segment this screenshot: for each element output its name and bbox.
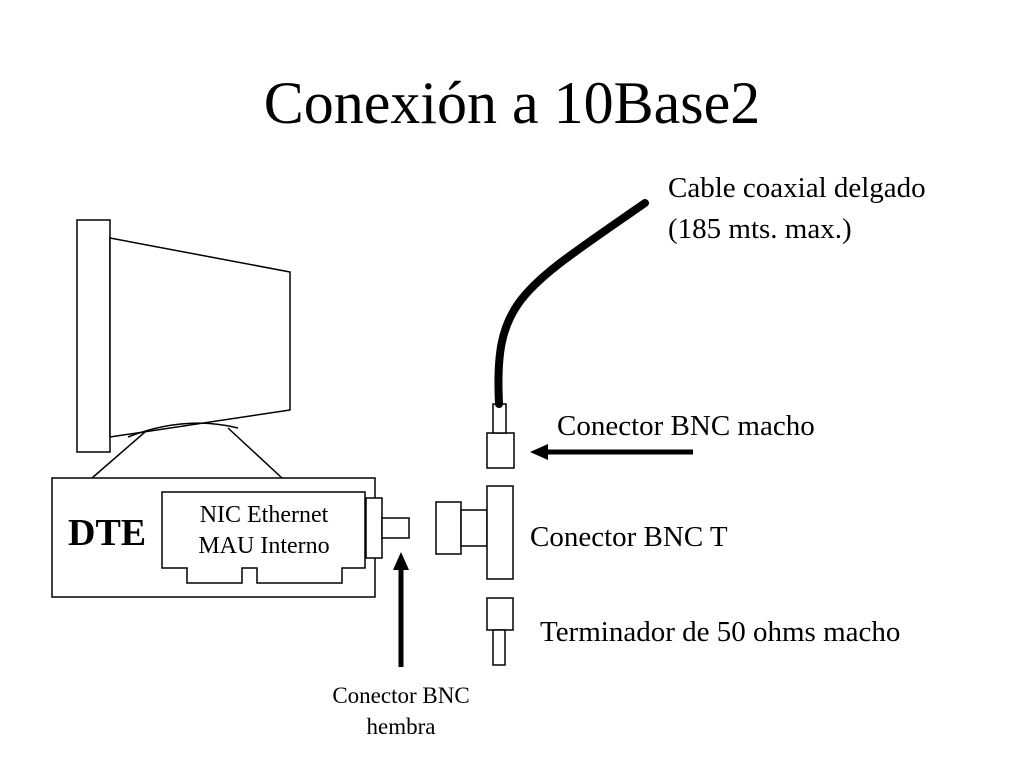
monitor-screen-frame: [76, 219, 111, 453]
nic-label-line2: MAU Interno: [198, 533, 330, 559]
arrow-bnc-macho: [530, 444, 693, 460]
bnc-hembra-label-line2: hembra: [366, 714, 436, 739]
monitor-stand-right: [227, 427, 283, 479]
monitor-stand-left: [91, 431, 146, 479]
bnc-t-label: Conector BNC T: [530, 521, 728, 553]
nic-label-line1: NIC Ethernet: [199, 502, 329, 528]
monitor: [76, 219, 291, 479]
bnc-t-connector: [435, 485, 514, 580]
bnc-macho-label: Conector BNC macho: [557, 410, 815, 442]
nic-bracket: [365, 497, 383, 559]
cable-label-line2: (185 mts. max.): [668, 213, 852, 245]
monitor-body: [109, 237, 291, 438]
cable-end-sleeve: [492, 403, 507, 434]
monitor-base: [127, 422, 239, 438]
page-title: Conexión a 10Base2: [263, 70, 761, 136]
terminador-50-ohms: [486, 597, 514, 666]
dte-label: DTE: [68, 512, 147, 554]
bnc-macho-connector: [486, 432, 515, 469]
cable-label-line1: Cable coaxial delgado: [668, 172, 926, 204]
bnc-hembra-label-line1: Conector BNC: [332, 683, 470, 708]
terminador-label: Terminador de 50 ohms macho: [540, 616, 901, 648]
coaxial-cable: [494, 199, 649, 408]
bnc-hembra-connector: [381, 517, 410, 539]
arrow-bnc-hembra: [393, 552, 409, 667]
nic-card: [161, 491, 366, 584]
